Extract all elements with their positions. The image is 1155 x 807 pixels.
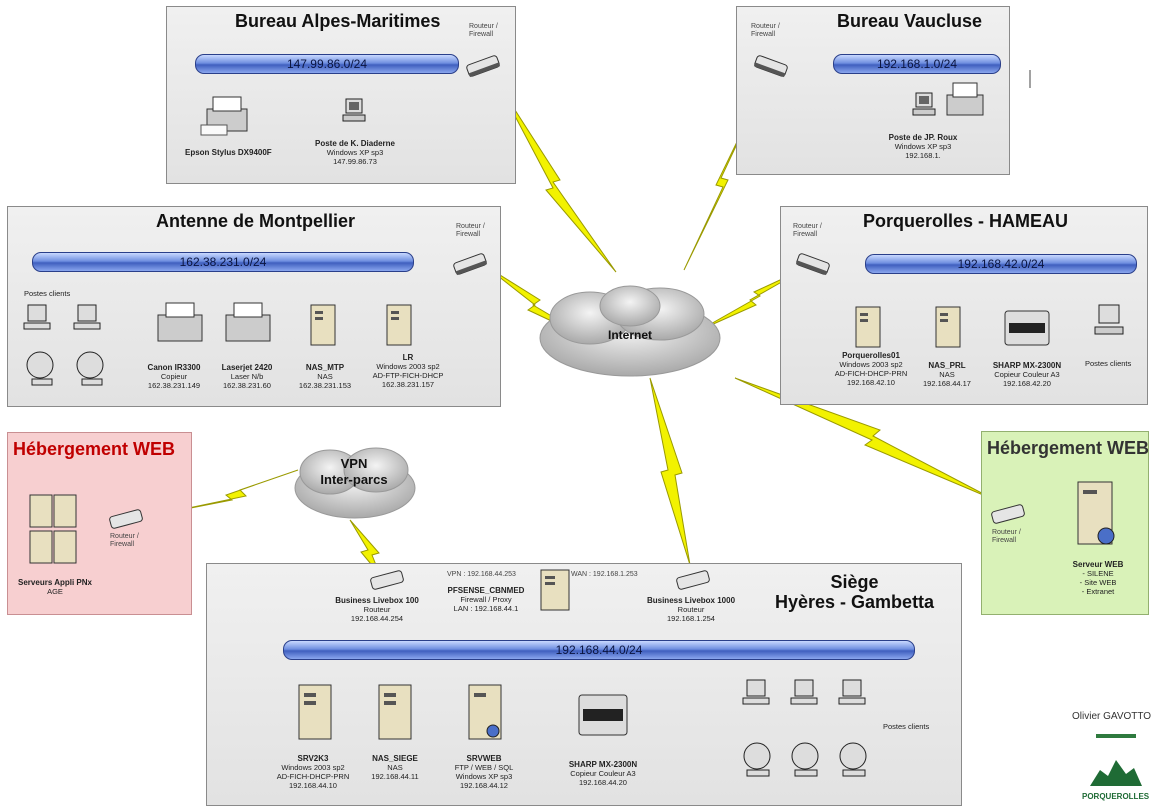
router-label: Routeur / Firewall: [469, 23, 498, 38]
internet-label: Internet: [608, 328, 653, 342]
site-title: Hébergement WEB: [13, 439, 176, 459]
printer-icon[interactable]: [941, 79, 991, 124]
client-computers-icon[interactable]: [20, 299, 120, 399]
printer-icon[interactable]: [197, 91, 257, 141]
site-hebergement-web-left: Hébergement WEB Routeur / Firewall Serve…: [7, 432, 192, 615]
router-label: Routeur / Firewall: [992, 529, 1021, 544]
lan-bus: 192.168.42.0/24: [865, 254, 1137, 274]
site-title: Bureau Vaucluse: [837, 11, 983, 31]
printer-label: Epson Stylus DX9400F: [185, 148, 272, 157]
site-title: Porquerolles - HAMEAU: [863, 211, 1069, 231]
servers-icon[interactable]: [26, 491, 82, 571]
lan-bus: 192.168.1.0/24: [833, 54, 1001, 74]
lan-bus: 162.38.231.0/24: [32, 252, 414, 272]
site-porquerolles-hameau: Porquerolles - HAMEAU 192.168.42.0/24 Ro…: [780, 206, 1148, 405]
site-vaucluse: Bureau Vaucluse 192.168.1.0/24 Routeur /…: [736, 6, 1010, 175]
lan-bus: 192.168.44.0/24: [283, 640, 915, 660]
pfsense-firewall-icon[interactable]: [535, 566, 575, 616]
author-name: Olivier GAVOTTO: [1072, 711, 1152, 722]
site-alpes-maritimes: Bureau Alpes-Maritimes 147.99.86.0/24 Ro…: [166, 6, 516, 184]
vpn-cloud: [294, 447, 416, 519]
web-server-label: Serveur WEB- SILENE - Site WEB - Extrane…: [1072, 560, 1124, 596]
laser-printer-icon[interactable]: [220, 299, 276, 349]
router-icon[interactable]: [988, 502, 1028, 526]
livebox-100-icon[interactable]: [367, 568, 407, 592]
site-montpellier: Antenne de Montpellier 162.38.231.0/24 R…: [7, 206, 501, 407]
nas-icon[interactable]: [931, 303, 965, 353]
link-vaucluse-internet: [683, 77, 769, 271]
client-computer-icon[interactable]: [1089, 301, 1129, 341]
copier-icon[interactable]: [573, 681, 633, 745]
router-label: Routeur / Firewall: [456, 223, 485, 238]
clients-label: Postes clients: [24, 289, 71, 298]
clients-label: Postes clients: [883, 722, 930, 731]
site-hebergement-web-right: Hébergement WEB Routeur / Firewall Serve…: [981, 431, 1149, 615]
lan-bus: 147.99.86.0/24: [195, 54, 459, 74]
vpn-ip-label: VPN : 192.168.44.253: [447, 571, 516, 578]
clients-label: Postes clients: [1085, 359, 1132, 368]
link-alpes-internet: [496, 81, 617, 273]
router-label: Routeur / Firewall: [793, 223, 822, 238]
site-title: Hébergement WEB: [987, 438, 1150, 458]
livebox-1000-icon[interactable]: [673, 568, 713, 592]
nas-icon[interactable]: [306, 301, 340, 351]
server-icon[interactable]: [293, 681, 337, 745]
web-server-icon[interactable]: [463, 681, 507, 745]
router-icon[interactable]: [793, 249, 833, 279]
copier-icon[interactable]: [152, 299, 208, 349]
server-icon[interactable]: [851, 303, 885, 353]
nas-icon[interactable]: [373, 681, 417, 745]
computer-icon[interactable]: [909, 89, 939, 119]
server-icon[interactable]: [382, 301, 416, 351]
computer-icon[interactable]: [339, 95, 369, 125]
porquerolles-logo-icon: [1090, 734, 1142, 786]
site-title: Bureau Alpes-Maritimes: [235, 11, 441, 31]
site-title: Siège Hyères - Gambetta: [775, 572, 935, 612]
client-computers-icon[interactable]: [737, 674, 877, 794]
router-icon[interactable]: [106, 507, 146, 531]
router-icon[interactable]: [463, 51, 503, 81]
wan-ip-label: WAN : 192.168.1.253: [571, 571, 638, 578]
porquerolles-logo-text: PORQUEROLLES: [1082, 792, 1150, 801]
internet-cloud: [539, 285, 721, 377]
link-internet-siege: [649, 377, 691, 566]
copier-icon[interactable]: [999, 297, 1055, 353]
router-icon[interactable]: [751, 51, 791, 81]
site-title: Antenne de Montpellier: [156, 211, 356, 231]
router-label: Routeur / Firewall: [110, 533, 139, 548]
site-siege-hyeres: Siège Hyères - Gambetta 192.168.44.0/24 …: [206, 563, 962, 806]
web-server-icon[interactable]: [1072, 478, 1122, 554]
router-label: Routeur / Firewall: [751, 23, 780, 38]
vpn-label: VPN Inter-parcs: [320, 456, 388, 487]
router-icon[interactable]: [450, 249, 490, 279]
